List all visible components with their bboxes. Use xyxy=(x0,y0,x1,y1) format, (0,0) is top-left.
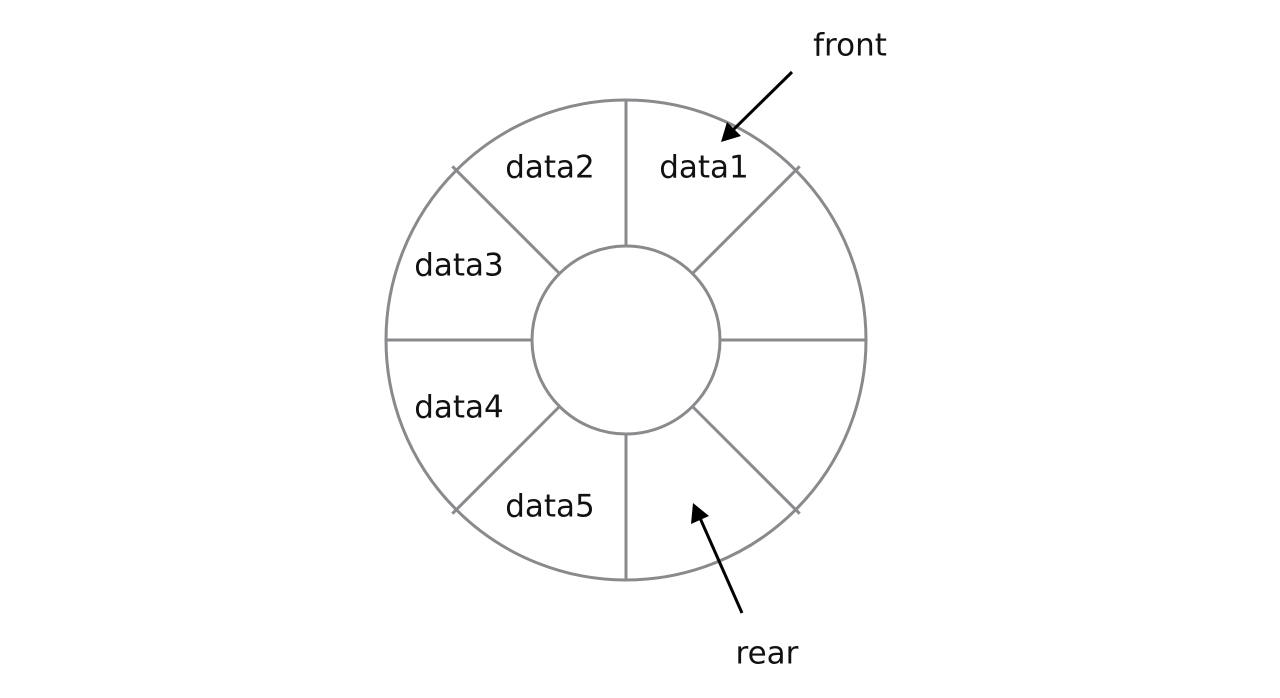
front-pointer: front xyxy=(721,28,887,142)
slot-label-data1: data1 xyxy=(659,150,749,186)
slot-label-data3: data3 xyxy=(414,248,504,284)
rear-label: rear xyxy=(736,636,799,672)
rear-pointer: rear xyxy=(691,503,799,672)
rear-arrowhead-icon xyxy=(691,503,709,524)
front-arrow-line xyxy=(730,70,794,133)
divider-bottom-left xyxy=(451,405,561,515)
rear-arrow-line xyxy=(698,517,744,614)
front-arrowhead-icon xyxy=(721,122,741,142)
slot-dividers xyxy=(386,100,866,580)
slot-label-data4: data4 xyxy=(414,390,504,426)
divider-top-left xyxy=(451,165,561,275)
inner-ring xyxy=(530,244,722,436)
divider-top-right xyxy=(691,165,801,275)
divider-bottom-right xyxy=(691,405,801,515)
slot-label-data2: data2 xyxy=(505,150,595,186)
front-label: front xyxy=(813,28,887,64)
slot-labels: data1 data5 data4 data3 data2 xyxy=(414,150,749,525)
slot-label-data5: data5 xyxy=(505,489,595,525)
